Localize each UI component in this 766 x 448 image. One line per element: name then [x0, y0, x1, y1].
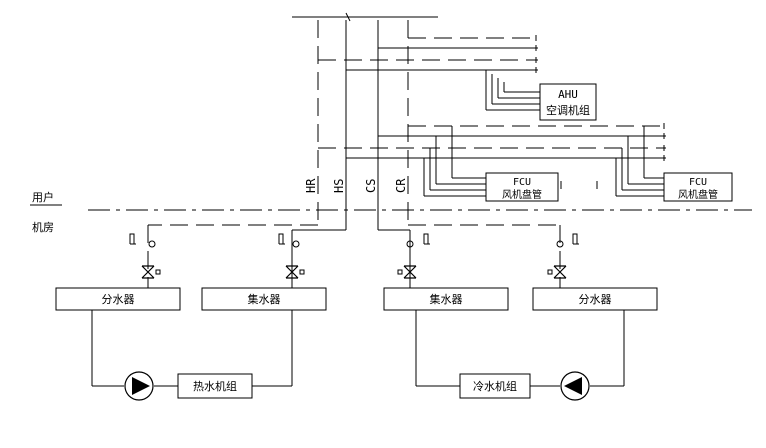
- hot-water-loop: [91, 310, 293, 387]
- hot-water-distributor: [55, 287, 181, 311]
- valve-icon: [141, 265, 567, 279]
- hs-pipe-label: HS: [332, 179, 346, 193]
- top-break-mark: [345, 12, 351, 22]
- fcu-unit-2: [663, 172, 733, 202]
- plant-room-label: 机房: [32, 220, 54, 234]
- gauge-icon: [129, 233, 579, 248]
- fcu-unit-1-code: FCU: [513, 177, 531, 188]
- cr-pipe-label: CR: [394, 178, 408, 193]
- chilled-water-distributor: [532, 287, 658, 311]
- cs-pipe-label: CS: [364, 179, 378, 193]
- hot-water-unit-label: 热水机组: [193, 379, 237, 393]
- chilled-water-loop: [415, 310, 625, 387]
- fcu-unit-1: [485, 172, 559, 202]
- ahu-unit: [539, 83, 597, 121]
- fcu-branch-pipes: [318, 123, 666, 197]
- ahu-code: AHU: [558, 88, 578, 101]
- fcu-unit-1-name: 风机盘管: [502, 188, 542, 201]
- chilled-water-collector: [383, 287, 509, 311]
- chilled-water-unit-label: 冷水机组: [473, 379, 517, 393]
- hot-water-unit: [177, 373, 253, 399]
- hr-pipe-label: HR: [304, 178, 318, 193]
- chilled-water-unit: [459, 373, 531, 399]
- hot-water-collector-label: 集水器: [248, 292, 281, 306]
- chilled-water-distributor-label: 分水器: [579, 293, 612, 306]
- fcu-unit-2-code: FCU: [689, 177, 707, 188]
- hot-water-collector: [201, 287, 327, 311]
- ahu-name: 空调机组: [546, 103, 590, 117]
- ahu-branch-pipes: [318, 35, 540, 111]
- user-side-label: 用户: [32, 190, 54, 204]
- hot-water-distributor-label: 分水器: [102, 293, 135, 306]
- pump-icon: [124, 371, 154, 401]
- chilled-water-collector-label: 集水器: [430, 292, 463, 306]
- plant-room-pipes: [147, 224, 561, 288]
- fcu-unit-2-name: 风机盘管: [678, 188, 718, 201]
- pump-icon: [560, 371, 590, 401]
